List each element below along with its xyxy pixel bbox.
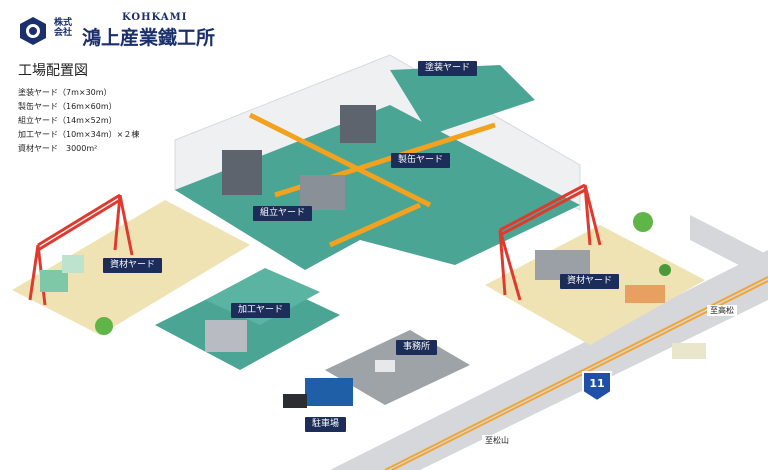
bushes-right xyxy=(659,264,671,276)
area-label-material-right: 資材ヤード xyxy=(560,274,620,289)
area-label-material-left: 資材ヤード xyxy=(103,258,163,273)
machine-press xyxy=(300,175,345,210)
vehicles xyxy=(283,343,706,408)
brand-roman-name: KOHKAMI xyxy=(122,12,188,23)
road-centerline-2 xyxy=(391,280,768,470)
road-centerline xyxy=(384,276,768,470)
brand-corp-type: 株式会社 xyxy=(54,18,73,38)
office-desk xyxy=(375,360,395,372)
car-black xyxy=(283,394,307,408)
page-title: 工場配置図 xyxy=(18,63,88,79)
spec-item: 組立ヤード（14m×52m） xyxy=(18,116,117,125)
factory-building xyxy=(155,54,581,370)
area-label-office: 事務所 xyxy=(396,340,438,355)
area-label-fabrication: 製缶ヤード xyxy=(391,153,451,168)
tree-left xyxy=(95,317,113,335)
spec-item: 塗装ヤード（7m×30m） xyxy=(18,88,112,97)
spec-item: 資材ヤード 3000m² xyxy=(18,144,98,153)
area-label-paint: 塗装ヤード xyxy=(418,61,478,76)
road-label-matsuyama: 至松山 xyxy=(482,435,512,446)
route-number: 11 xyxy=(589,377,605,390)
area-label-assembly: 組立ヤード xyxy=(253,206,313,221)
brand-name: 鴻上産業鐵工所 xyxy=(82,27,216,49)
spec-list: 塗装ヤード（7m×30m） 製缶ヤード（16m×60m） 組立ヤード（14m×5… xyxy=(18,86,139,156)
crane-right xyxy=(498,183,602,301)
road-branch xyxy=(690,215,768,280)
truck xyxy=(305,378,353,406)
crane-rail-pipe-3 xyxy=(328,202,422,248)
container-stack-left-2 xyxy=(62,255,84,273)
company-logo-icon xyxy=(20,17,46,45)
machine-assembly xyxy=(222,150,262,195)
machine-processing xyxy=(205,320,247,352)
area-label-parking: 駐車場 xyxy=(305,417,347,432)
car-road xyxy=(672,343,706,359)
road-label-takamatsu: 至高松 xyxy=(707,305,737,316)
route-shield-icon xyxy=(582,371,612,403)
tree-right xyxy=(633,212,653,232)
lumber-stack xyxy=(625,285,665,303)
paint-yard-floor xyxy=(390,65,535,135)
spec-item: 製缶ヤード（16m×60m） xyxy=(18,102,117,111)
crane-rail-pipe xyxy=(248,112,432,208)
main-floor xyxy=(175,105,580,270)
area-label-processing: 加工ヤード xyxy=(231,303,291,318)
container-stack-left xyxy=(40,270,68,292)
spec-item: 加工ヤード（10m×34m）×２棟 xyxy=(18,130,140,139)
machine-fabrication xyxy=(340,105,376,143)
